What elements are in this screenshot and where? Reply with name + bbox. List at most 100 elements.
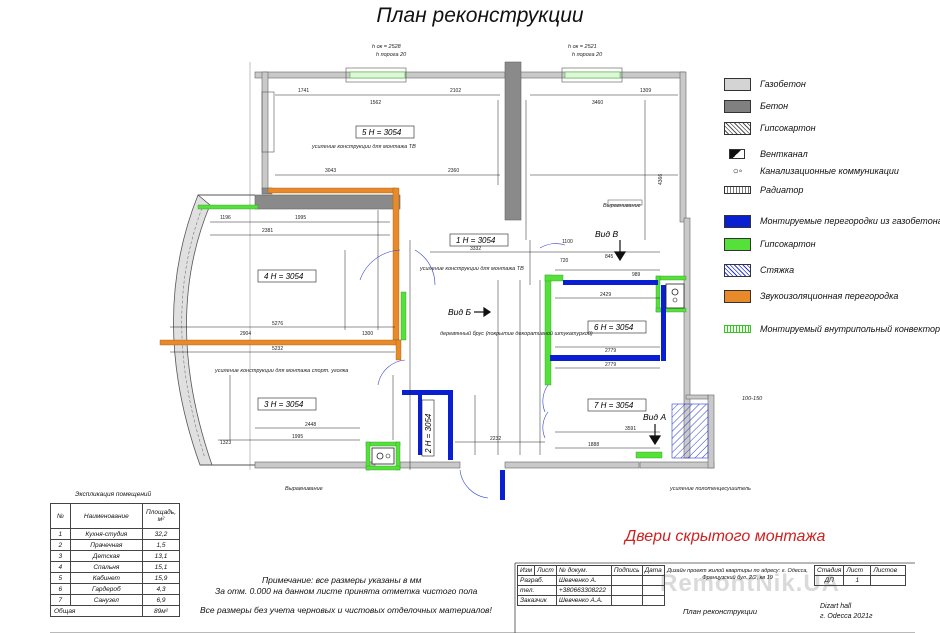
view-label-b: Вид Б [448, 307, 471, 317]
note-line3: Все размеры без учета черновых и чистовы… [200, 605, 492, 615]
table-header-row: № Наименование Площадь, м² [50, 503, 181, 529]
watermark: RemontNik.UA [660, 570, 841, 597]
dimension-lines [170, 94, 678, 470]
table-cell: Детская [69, 550, 143, 562]
stamp-row: тел. +380663308222 [517, 585, 665, 596]
dim-1323: 1323 [220, 440, 231, 446]
dim-1300: 1300 [362, 331, 373, 337]
note-h-porog-1: h порога 20 [376, 52, 407, 58]
drywall-partitions [197, 204, 687, 471]
table-cell: Кабинет [69, 572, 143, 584]
doors [359, 243, 566, 499]
dim-845: 845 [605, 254, 614, 260]
dim-3332: 3332 [470, 246, 481, 252]
room-label-1: 1 H = 3054 [456, 236, 496, 245]
note-h-ok-1: h ок = 2528 [372, 44, 402, 50]
note-label: Примечание: все размеры указаны в мм [262, 575, 422, 585]
dim-1995b: 1995 [292, 434, 303, 440]
stamp-header-row: Стадия Лист Листов [813, 565, 907, 576]
note-towel: усиление полотенцесушитель [669, 486, 751, 492]
dim-3460: 3460 [592, 100, 603, 106]
stamp-cell: Разраб. [517, 575, 557, 586]
legend-item-sound: Звукоизоляционная перегородка [724, 286, 940, 306]
legend-swatch [724, 121, 751, 135]
aerated-partitions [402, 280, 666, 500]
stamp-cell [870, 575, 907, 586]
stamp-cell: № докум. [555, 565, 612, 576]
dim-1888: 1888 [588, 442, 599, 448]
legend-item-aerated: Монтируемые перегородки из газобетона [724, 208, 940, 234]
plan-notes: усиление конструкции для монтажа ТВ усил… [214, 44, 763, 492]
note-wood-beam: деревянный брус (покрытие декоративной ш… [440, 330, 593, 337]
note-reinforce-tv-1: усиление конструкции для монтажа ТВ [311, 144, 416, 150]
legend-swatch [724, 99, 751, 113]
table-cell: Общая [50, 605, 143, 617]
table-cell: 7 [50, 594, 71, 606]
table-cell: 15,1 [141, 561, 181, 573]
stamp-table: Изм Лист № докум. Подпись Дата Разраб. Ш… [516, 565, 665, 606]
view-label-v: Вид В [595, 229, 618, 239]
view-labels: Вид В Вид Б Вид А [448, 229, 666, 422]
stamp-project: Дизайн проект жилой квартиры по адресу: … [667, 568, 808, 581]
table-cell: Спальня [69, 561, 143, 573]
dim-4366: 4366 [658, 174, 664, 185]
table-cell: 6 [50, 583, 71, 595]
legend-swatch [724, 289, 751, 303]
legend-label: Бетон [760, 100, 789, 111]
room-label-6: 6 H = 3054 [594, 323, 634, 332]
room-label-7: 7 H = 3054 [594, 401, 634, 410]
note-h-porog-2: h порога 20 [572, 52, 603, 58]
legend-item-screed: Стяжка [724, 260, 940, 280]
note-line2: За отм. 0.000 на данном листе принята от… [215, 586, 478, 596]
legend-label: Стяжка [760, 264, 795, 275]
stamp-cell: Лист [534, 565, 557, 576]
stamp-city: г. Odecca 2021г [820, 613, 873, 620]
legend-item-gas-concrete: Газобетон [724, 74, 940, 94]
stamp-cell: +380663308222 [555, 585, 612, 596]
stamp-company: Dizart hall [820, 603, 852, 610]
stamp-cell: ДП [813, 575, 845, 586]
dim-2779: 2779 [605, 348, 616, 354]
legend-swatch [724, 77, 751, 91]
note-h-ok-2: h ок = 2521 [568, 44, 597, 50]
stamp-header-row: Изм Лист № докум. Подпись Дата [516, 565, 665, 576]
dim-1741: 1741 [298, 88, 309, 94]
legend-item-drywall-hatch: Гипсокартон [724, 118, 940, 138]
legend-label: Гипсокартон [760, 122, 816, 133]
dim-1995: 1995 [295, 215, 306, 221]
stamp-cell: Подпись [610, 565, 643, 576]
table-cell: 1 [50, 528, 71, 540]
stamp-cell: тел. [517, 585, 557, 596]
stamp-cell: Листов [870, 565, 907, 576]
stamp-cell: Заказчик [517, 595, 557, 606]
view-arrows [474, 240, 662, 446]
dim-720: 720 [560, 258, 569, 264]
room-label-2: 2 H = 3054 [424, 413, 433, 454]
note-reinforce-sport: усиление конструкции для монтажа спорт. … [214, 368, 348, 374]
explication-title: Экспликация помещений [75, 491, 152, 498]
stamp-cell: Дата [641, 565, 665, 576]
legend-label: Газобетон [760, 78, 806, 89]
table-cell: Кухня-студия [69, 528, 143, 540]
legend-item-concrete: Бетон [724, 96, 940, 116]
radiator-curve [181, 207, 206, 459]
legend-item-convector: Монтируемый внутрипольный конвектор [724, 316, 940, 342]
dim-5232: 5232 [272, 346, 283, 352]
dim-2232: 2232 [490, 436, 501, 442]
stamp-row: Заказчик Шевченко А.А. [517, 595, 665, 606]
table-cell: 5 [50, 572, 71, 584]
convectors [349, 71, 643, 206]
stamp-cell [610, 575, 643, 586]
dim-2381: 2381 [262, 228, 273, 234]
table-cell: 89м² [141, 605, 181, 617]
legend-label: Монтируемый внутрипольный конвектор [760, 323, 940, 334]
table-cell: 2 [50, 539, 71, 551]
view-label-a: Вид А [643, 412, 666, 422]
room-labels: 5 H = 3054 4 H = 3054 3 H = 3054 1 H = 3… [257, 125, 647, 457]
